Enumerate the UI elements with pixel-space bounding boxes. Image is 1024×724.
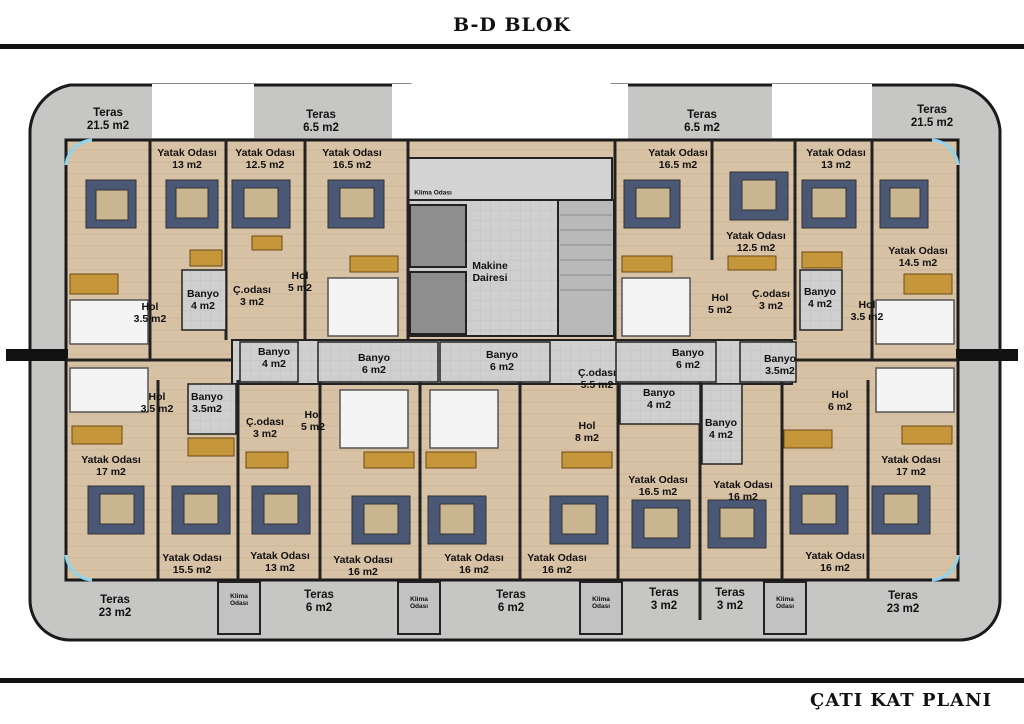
- notch-right: [772, 84, 872, 138]
- wall-left: [6, 349, 68, 361]
- plan-footer: ÇATI KAT PLANI: [810, 690, 992, 711]
- notch-center: [392, 84, 628, 142]
- bottom-rule: [0, 678, 1024, 683]
- plan-title: B-D BLOK: [453, 14, 571, 36]
- beds-top: [85, 171, 929, 229]
- wall-right: [956, 349, 1018, 361]
- glass-bottom-left: [64, 554, 93, 582]
- room-label-klima-core: Klima Odası: [414, 189, 452, 197]
- beds-bottom: [87, 485, 931, 549]
- closets: [69, 235, 953, 469]
- elevator-1: [409, 204, 467, 268]
- elevator-2: [409, 271, 467, 335]
- glass-right: [931, 138, 960, 166]
- glass-left: [64, 138, 93, 166]
- stair-halls: [69, 277, 955, 449]
- notch-left: [152, 84, 254, 138]
- walls: [66, 140, 958, 580]
- bathrooms: [181, 269, 843, 465]
- stair-core: [557, 199, 615, 337]
- top-rule: [0, 44, 1024, 49]
- stair-lines: [560, 214, 612, 291]
- klima-boxes: [217, 581, 807, 635]
- glass-bottom-right: [931, 554, 960, 582]
